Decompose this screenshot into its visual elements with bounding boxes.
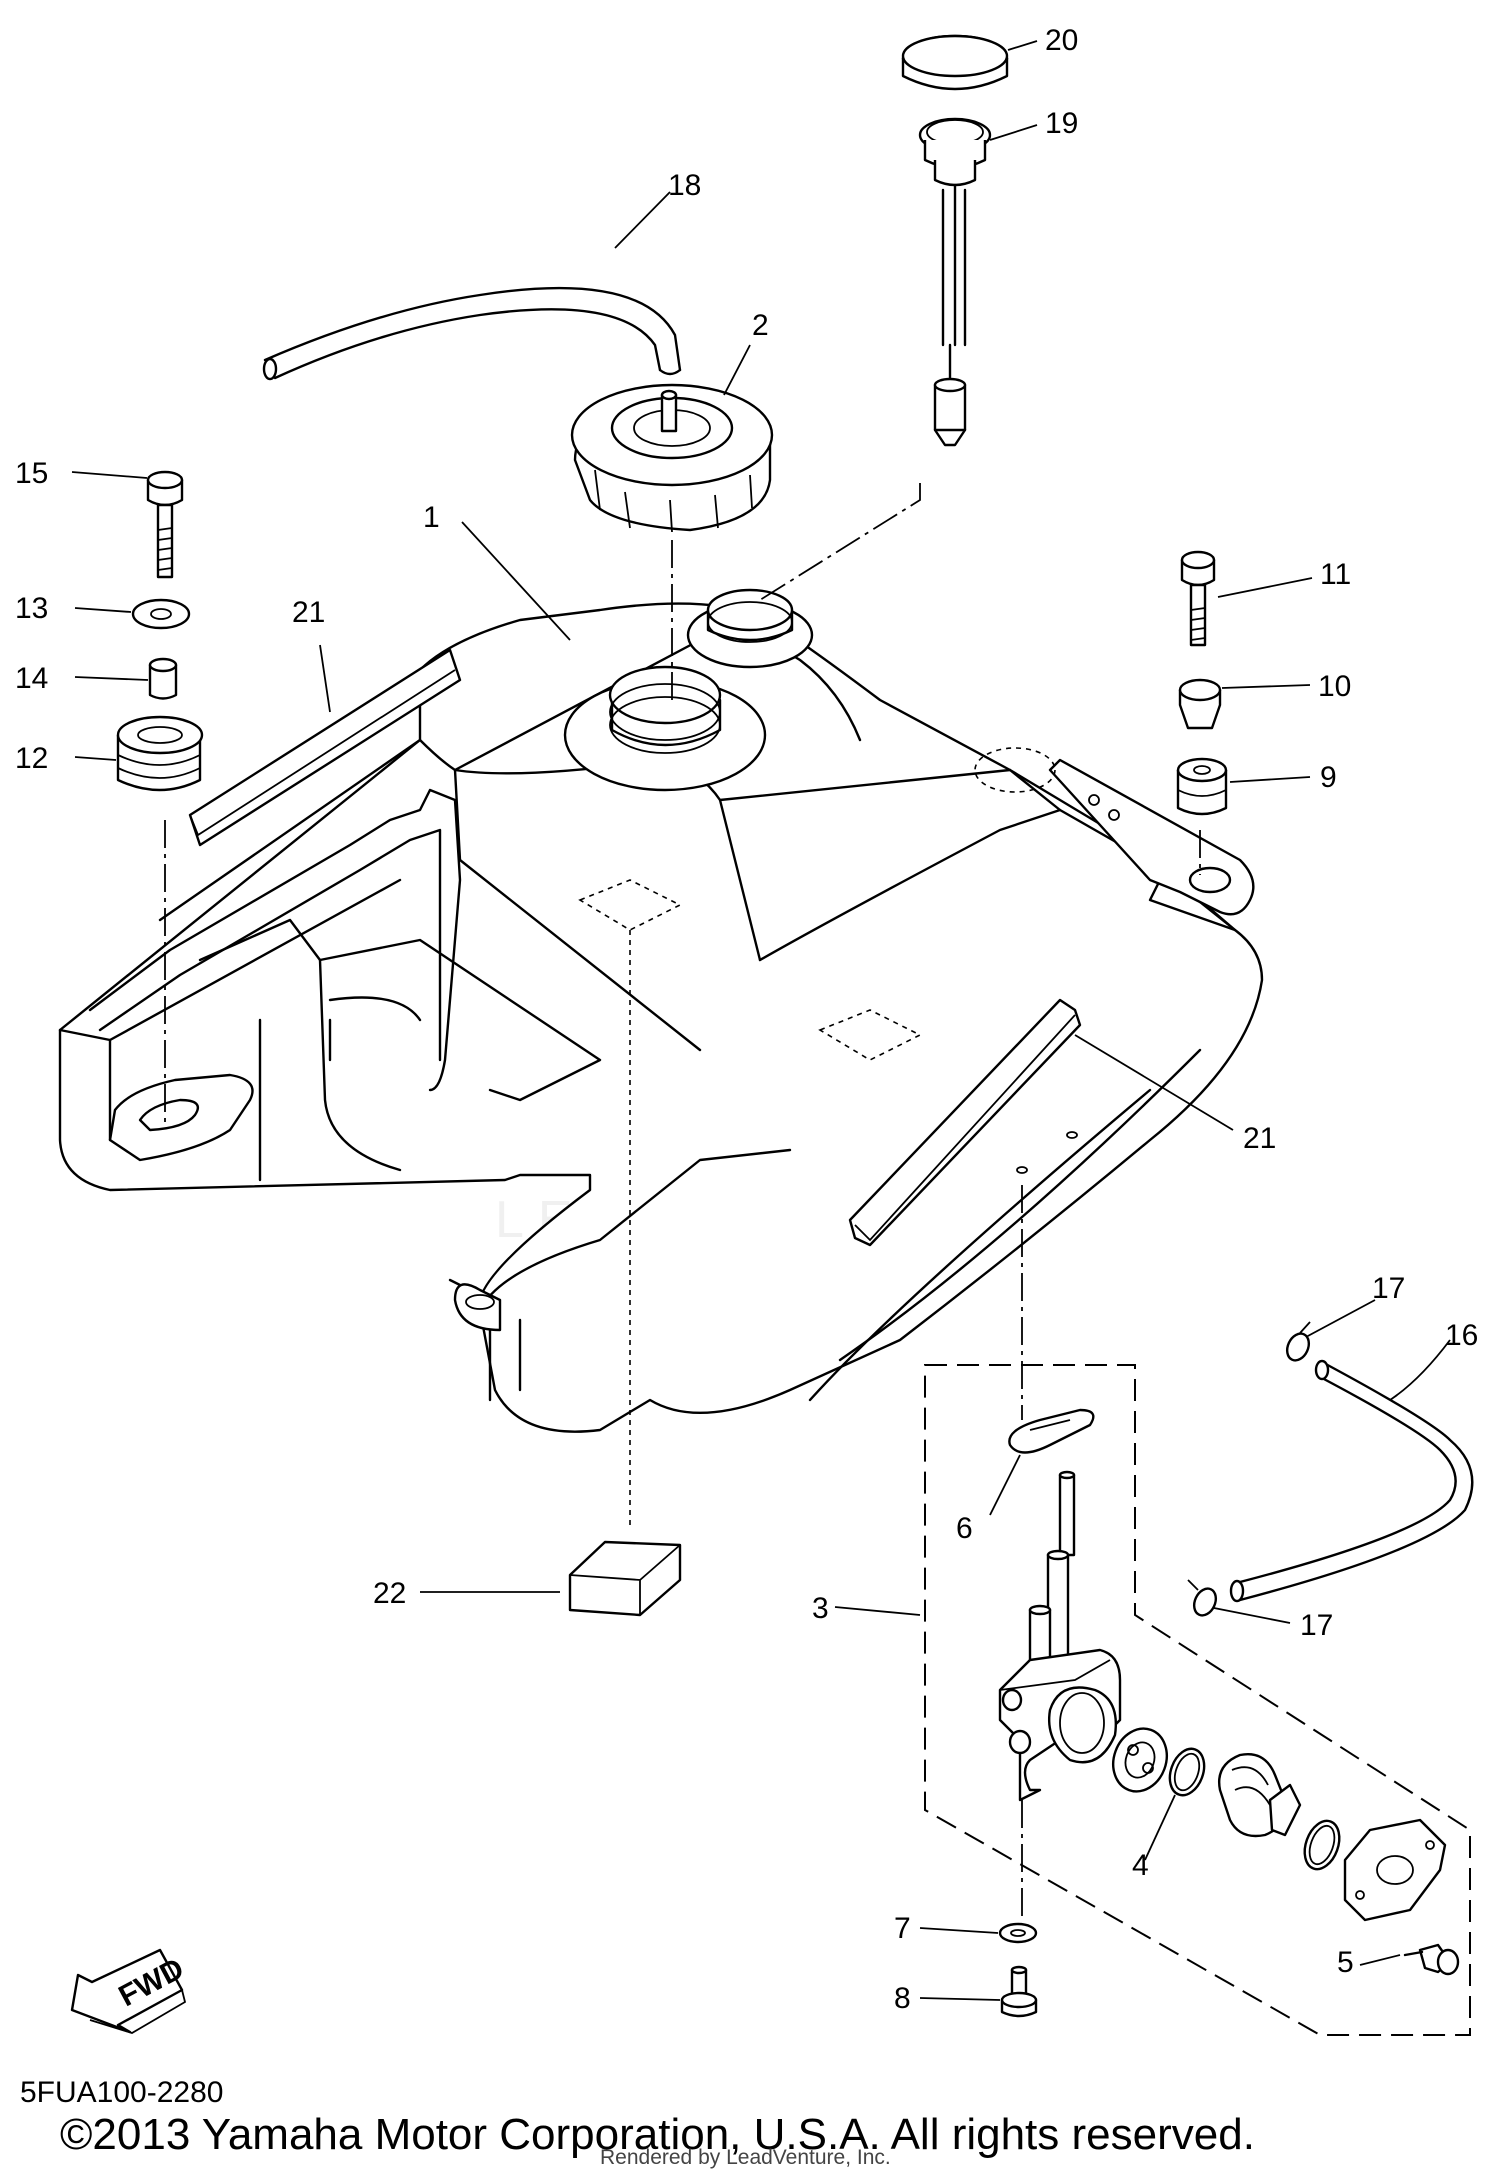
callout-2: 2 [752,309,769,342]
collar-left [148,657,178,700]
fwd-arrow-icon: FWD [70,1948,189,2034]
copyright-notice: ©2013 Yamaha Motor Corporation, U.S.A. A… [60,2110,1255,2159]
callout-11: 11 [1320,558,1351,591]
washer-7 [998,1922,1038,1944]
callout-20: 20 [1045,24,1078,57]
callout-numbers: 1 2 3 4 5 6 7 8 9 10 11 12 13 14 15 16 1… [15,24,1478,2015]
callout-6: 6 [956,1512,973,1545]
screw-5 [1403,1943,1460,1976]
callout-1: 1 [423,501,440,534]
grommet-left [116,715,204,792]
fuel-tank [58,588,1264,1433]
callout-10: 10 [1318,670,1351,703]
callout-21-left: 21 [292,596,325,629]
callout-7: 7 [894,1912,911,1945]
callout-3: 3 [812,1592,829,1625]
callout-17-lower: 17 [1300,1609,1333,1642]
callout-15: 15 [15,457,48,490]
tank-pad-right [848,998,1082,1247]
mount-bolt-left [146,470,184,579]
callout-9: 9 [1320,761,1337,794]
callout-13: 13 [15,592,48,625]
rendered-by-notice: Rendered by LeadVenture, Inc. [600,2146,891,2169]
fuel-cap [570,383,774,533]
callout-19: 19 [1045,107,1078,140]
hose-clip-upper [1285,1321,1311,1362]
grommet-right [1176,757,1228,816]
callout-16: 16 [1445,1319,1478,1352]
damper-block [568,1540,682,1617]
callout-4: 4 [1132,1849,1149,1882]
sender-cap-grommet [901,34,1009,91]
breather-hose [262,286,682,381]
callout-18: 18 [668,169,701,202]
callout-17-upper: 17 [1372,1272,1405,1305]
mount-bolt-right [1180,550,1216,647]
part-code: 5FUA100-2280 [20,2076,224,2109]
callout-21-right: 21 [1243,1122,1276,1155]
collar-right [1178,678,1222,730]
callout-8: 8 [894,1982,911,2015]
fuel-cock-assembly [924,1364,1471,2036]
washer-left [131,598,191,630]
bolt-8 [1000,1965,1038,2018]
callout-12: 12 [15,742,48,775]
tank-pad-left [188,648,462,847]
callout-22: 22 [373,1577,406,1610]
fuel-gauge-sender [918,117,992,447]
callout-5: 5 [1337,1946,1354,1979]
fuel-hose [1229,1359,1474,1603]
callout-14: 14 [15,662,48,695]
hose-clip-lower [1187,1579,1218,1617]
